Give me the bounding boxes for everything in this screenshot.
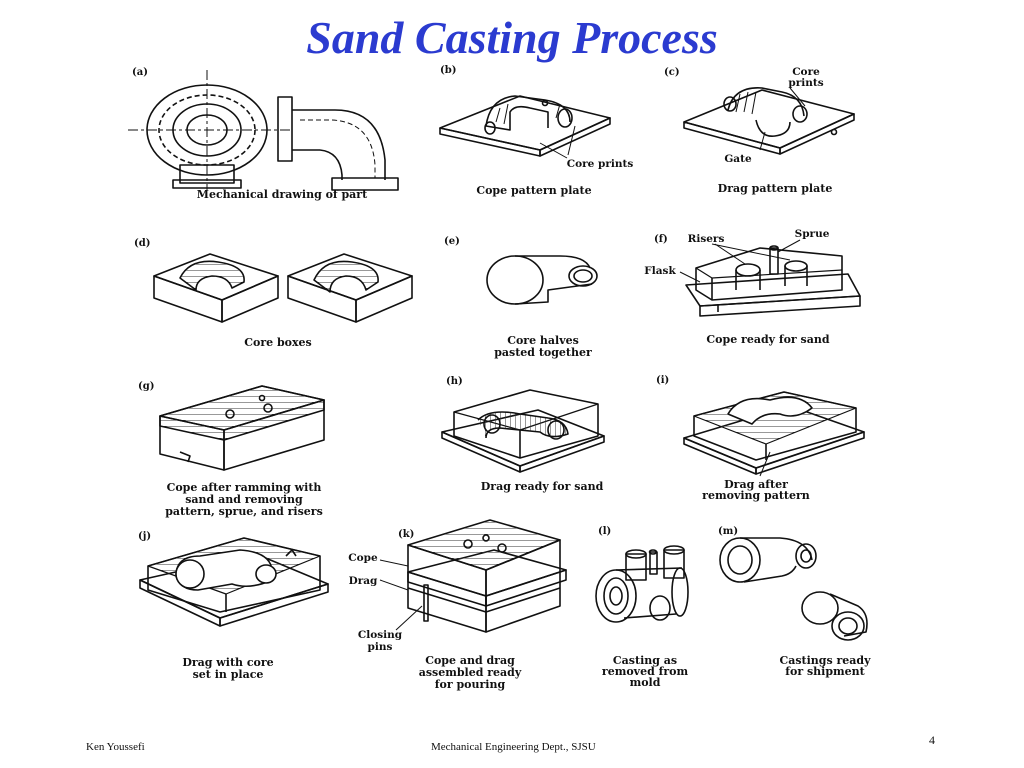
panel-f-flask-label: Flask [644,265,676,277]
panel-f-tag: (f) [654,234,668,245]
panel-d-caption: Core boxes [244,336,312,349]
panel-a-tag: (a) [132,67,148,78]
panel-l-caption-line-3: mold [630,676,661,689]
panel-l-casting-removed [595,545,689,623]
panel-f-sprue-label: Sprue [795,228,830,240]
panel-h-caption: Drag ready for sand [481,480,604,493]
panel-a-caption: Mechanical drawing of part [197,188,368,201]
panel-i-caption-line-1: Drag after [724,478,788,491]
panel-e-caption-line-2: pasted together [494,346,592,359]
panel-g-caption-line-1: Cope after ramming with [167,481,322,494]
panel-k-pins-label: pins [368,641,393,653]
panel-l-caption-line-2: removed from [602,665,689,678]
panel-j-caption-line-1: Drag with core [182,656,273,669]
panel-c-drag-pattern-plate [683,87,855,155]
panel-k-closing-label: Closing [358,629,403,641]
panel-g-tag: (g) [138,381,154,392]
panel-c-tag: (c) [664,67,680,78]
panel-f-caption: Cope ready for sand [706,333,829,346]
footer-department: Mechanical Engineering Dept., SJSU [431,741,596,753]
panel-k-drag-label: Drag [349,575,378,587]
panel-g-cope-after-ramming [159,385,325,471]
panel-c-prints-label: prints [788,77,823,89]
panel-h-tag: (h) [446,376,463,387]
panel-b-caption: Cope pattern plate [476,184,591,197]
panel-c-core-label: Core [792,66,820,78]
panel-b-core-prints-label: Core prints [567,158,634,170]
panel-e-core-halves [486,255,598,305]
panel-j-tag: (j) [138,531,151,542]
panel-f-risers-label: Risers [688,233,725,245]
panel-a-drawing [128,70,399,191]
panel-k-tag: (k) [398,529,414,540]
panel-k-cope-drag-assembled [379,519,567,633]
panel-g-caption-line-3: pattern, sprue, and risers [165,505,323,518]
slide-title: Sand Casting Process [306,12,718,63]
footer-author: Ken Youssefi [86,741,145,753]
panel-m-castings-ready [719,537,868,641]
panel-l-tag: (l) [598,526,611,537]
panel-h-drag-ready [441,389,605,473]
panel-d-tag: (d) [134,238,150,249]
panel-k-caption-line-1: Cope and drag [425,654,515,667]
page-number: 4 [929,733,935,747]
panel-i-caption-line-2: removing pattern [702,489,810,502]
panel-c-caption: Drag pattern plate [718,182,833,195]
panel-i-drag-after-removing [683,391,865,477]
panel-m-tag: (m) [718,526,738,537]
panel-j-caption-line-2: set in place [193,668,264,681]
panel-c-gate-label: Gate [724,153,752,165]
panel-f-cope-ready [679,239,861,317]
panel-e-tag: (e) [444,236,460,247]
panel-g-caption-line-2: sand and removing [185,493,303,506]
panel-l-caption-line-1: Casting as [613,654,677,667]
panel-m-caption-line-1: Castings ready [779,654,871,667]
panel-j-drag-with-core [139,537,329,627]
panel-m-caption-line-2: for shipment [785,665,865,678]
panel-k-caption-line-2: assembled ready [419,666,522,679]
panel-b-cope-pattern-plate [439,95,611,159]
panel-d-core-boxes [153,253,413,323]
panel-k-cope-label: Cope [348,552,378,564]
panel-i-tag: (i) [656,375,669,386]
panel-k-caption-line-3: for pouring [435,678,506,691]
panel-b-tag: (b) [440,65,456,76]
panel-e-caption-line-1: Core halves [507,334,579,347]
